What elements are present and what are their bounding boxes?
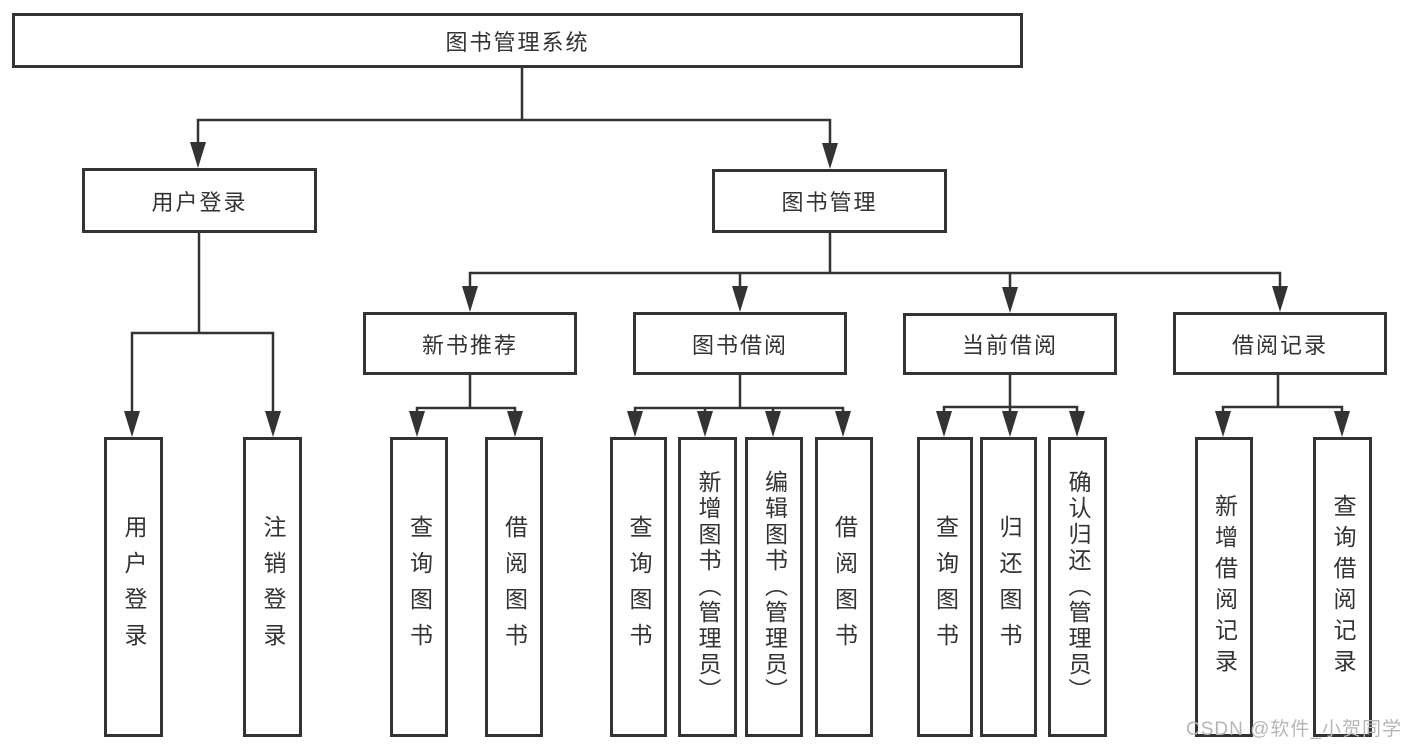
node-label: 用户登录 [151,189,248,215]
node-current-borrowing: 当前借阅 [903,313,1117,375]
node-label: 图书管理系统 [445,29,590,55]
leaf-user-login: 用户登录 [104,437,163,737]
node-label: 当前借阅 [961,333,1058,358]
leaf-confirm-return-admin: 确认归还（管理员） [1048,437,1107,737]
leaf-logout: 注销登录 [243,437,302,737]
node-user-login: 用户登录 [82,168,317,233]
leaf-borrow-book: 借阅图书 [815,437,873,737]
leaf-add-borrow-record: 新增借阅记录 [1195,437,1253,737]
node-label: 新增图书（管理员） [695,470,721,704]
node-label: 借阅记录 [1231,332,1328,358]
node-book-management: 图书管理 [712,169,947,233]
node-label: 查询借阅记录 [1330,494,1356,680]
node-library-management-system: 图书管理系统 [12,13,1023,68]
node-label: 注销登录 [260,515,286,659]
leaf-add-book-admin: 新增图书（管理员） [678,437,737,737]
csdn-watermark: CSDN @软件_小贺同学 [1186,719,1402,740]
leaf-query-borrow-record: 查询借阅记录 [1313,437,1372,737]
node-label: 用户登录 [121,515,147,659]
node-label: 查询图书 [626,515,652,659]
leaf-query-book-current: 查询图书 [917,437,973,737]
node-label: 查询图书 [932,515,959,659]
node-label: 图书借阅 [691,332,788,358]
node-label: 新书推荐 [421,332,518,358]
node-label: 图书管理 [781,190,878,215]
leaf-edit-book-admin: 编辑图书（管理员） [745,437,803,737]
leaf-query-book-recommend: 查询图书 [390,437,448,737]
node-label: 借阅图书 [501,515,528,659]
node-label: 查询图书 [406,515,433,659]
node-label: 归还图书 [996,515,1022,659]
leaf-query-book-borrowing: 查询图书 [610,437,667,737]
node-borrowing-records: 借阅记录 [1173,312,1387,375]
node-label: 确认归还（管理员） [1065,470,1091,704]
node-new-book-recommend: 新书推荐 [363,312,577,375]
leaf-return-book: 归还图书 [980,437,1037,737]
node-label: 借阅图书 [831,515,858,659]
node-label: 编辑图书（管理员） [761,470,788,704]
node-label: 新增借阅记录 [1211,494,1238,680]
leaf-borrow-book-recommend: 借阅图书 [485,437,543,737]
node-book-borrowing: 图书借阅 [633,312,847,375]
